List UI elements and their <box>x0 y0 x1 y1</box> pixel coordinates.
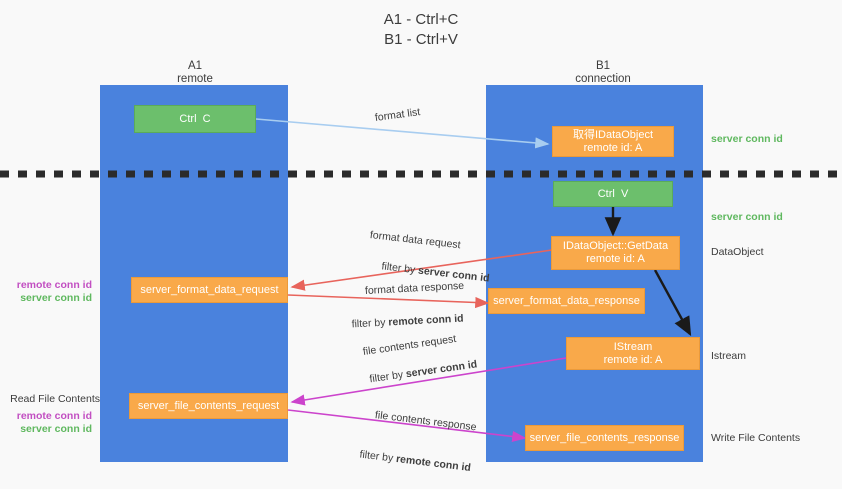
annotation-remote-conn-id-upper: remote conn id <box>16 279 92 291</box>
box-idataobject[interactable]: 取得IDataObject remote id: A <box>552 126 674 157</box>
annotation-server-conn-id-top: server conn id <box>711 133 783 145</box>
box-ctrl-v[interactable]: Ctrl V <box>553 181 673 207</box>
label-file-contents-response: file contents response <box>374 409 478 434</box>
filter-key-remote-conn-id: remote conn id <box>395 452 472 475</box>
box-idataobject-getdata[interactable]: IDataObject::GetData remote id: A <box>551 236 680 270</box>
filter-prefix: filter by <box>358 448 397 465</box>
annotation-read-file-contents: Read File Contents <box>10 393 100 405</box>
label-format-list: format list <box>374 106 421 124</box>
filter-key-remote-conn-id: remote conn id <box>388 312 464 329</box>
filter-prefix: filter by <box>380 260 419 277</box>
annotation-dataobject: DataObject <box>711 246 764 258</box>
label-file-contents-response-filter: filter by remote conn id <box>345 432 473 489</box>
box-istream[interactable]: IStream remote id: A <box>566 337 700 370</box>
annotation-server-conn-id-lower: server conn id <box>20 423 92 435</box>
column-header-a1: A1 remote <box>177 60 213 85</box>
annotation-server-conn-id-upper: server conn id <box>20 292 92 304</box>
page-title: A1 - Ctrl+C B1 - Ctrl+V <box>383 11 459 48</box>
box-server-file-contents-request[interactable]: server_file_contents_request <box>129 393 288 419</box>
box-server-format-data-request[interactable]: server_format_data_request <box>131 277 288 303</box>
filter-prefix: filter by <box>368 368 407 386</box>
filter-key-server-conn-id: server conn id <box>405 358 478 381</box>
column-header-b1: B1 connection <box>575 60 631 85</box>
box-ctrl-c[interactable]: Ctrl C <box>134 105 256 133</box>
box-server-format-data-response[interactable]: server_format_data_response <box>488 288 645 314</box>
filter-prefix: filter by <box>351 316 389 331</box>
phase-divider <box>0 170 842 178</box>
annotation-remote-conn-id-lower: remote conn id <box>16 410 92 422</box>
annotation-server-conn-id-mid: server conn id <box>711 211 783 223</box>
annotation-write-file-contents: Write File Contents <box>711 432 801 444</box>
annotation-istream: Istream <box>711 350 747 362</box>
box-server-file-contents-response[interactable]: server_file_contents_response <box>525 425 684 451</box>
